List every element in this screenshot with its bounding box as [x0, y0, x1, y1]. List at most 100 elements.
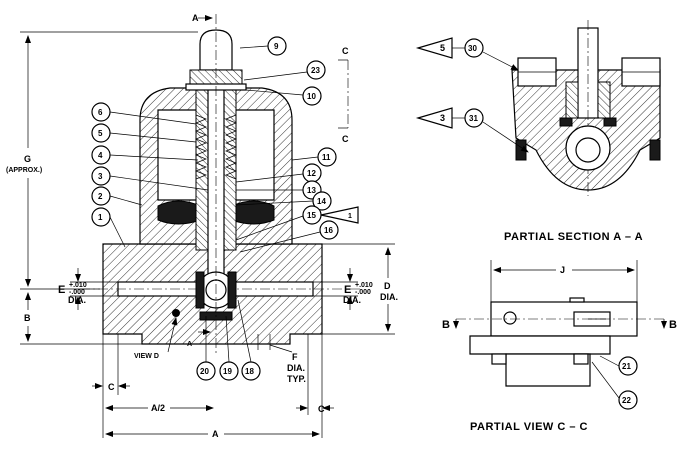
svg-text:20: 20: [200, 367, 209, 376]
balloon-3: [91, 166, 111, 186]
flag-5: [415, 37, 453, 59]
svg-text:DIA.: DIA.: [68, 295, 86, 305]
lower-cavity-left: [157, 200, 201, 225]
seat-right: [227, 271, 237, 309]
balloons-main: 9 23 10 11 12 13 14 15 1 16: [91, 36, 359, 381]
dim-e-right: E: [344, 284, 351, 296]
svg-text:-.000: -.000: [69, 289, 85, 296]
spring-cavity-right: [231, 109, 275, 201]
balloon-6: [91, 102, 111, 122]
dim-j: J: [560, 265, 565, 275]
dim-c-left: C: [108, 382, 115, 392]
balloon-18: [241, 361, 261, 381]
svg-text:30: 30: [468, 44, 477, 53]
svg-text:6: 6: [98, 108, 103, 117]
dim-d: D: [384, 281, 391, 291]
dim-b: B: [24, 313, 31, 323]
svg-text:18: 18: [245, 367, 254, 376]
section-c-markers: C C: [338, 46, 349, 144]
svg-text:15: 15: [307, 211, 316, 220]
svg-text:5: 5: [440, 43, 445, 53]
balloon-5: [91, 123, 111, 143]
balloon-11: [317, 147, 337, 167]
partial-view-c-c: J B B: [442, 260, 677, 387]
lower-cavity-right: [231, 200, 275, 225]
balloon-1: [91, 207, 111, 227]
balloon-22: [618, 356, 638, 376]
svg-text:1: 1: [348, 213, 352, 220]
balloon-20: [196, 361, 216, 381]
svg-text:11: 11: [322, 153, 331, 162]
dim-f: F: [292, 352, 298, 362]
svg-text:21: 21: [622, 362, 631, 371]
view-c-balloons: 21 22: [591, 355, 638, 410]
svg-text:2: 2: [98, 192, 103, 201]
dim-g-approx: (APPROX.): [6, 167, 42, 174]
balloon-23: [618, 390, 638, 410]
svg-text:DIA.: DIA.: [380, 292, 398, 302]
svg-text:+.010: +.010: [355, 282, 373, 289]
svg-text:16: 16: [324, 226, 333, 235]
dim-g: G: [24, 154, 31, 164]
balloon-16: [319, 220, 339, 240]
cc-nut-left: [491, 353, 507, 365]
label-c-top: C: [342, 46, 349, 56]
svg-text:12: 12: [307, 169, 316, 178]
balloon-30: [464, 38, 484, 58]
spring-right: [225, 114, 237, 180]
svg-text:14: 14: [317, 197, 326, 206]
svg-text:13: 13: [307, 186, 316, 195]
section-a-markers: A A: [187, 13, 213, 348]
svg-text:+.010: +.010: [69, 282, 87, 289]
svg-text:31: 31: [469, 114, 478, 123]
label-b-left: B: [442, 319, 450, 331]
balloon-4: [91, 145, 111, 165]
svg-text:10: 10: [307, 92, 316, 101]
dim-a-full: A: [212, 429, 219, 439]
label-c-bottom: C: [342, 134, 349, 144]
view-d-plug: [172, 309, 180, 317]
cc-flange: [469, 335, 611, 355]
dim-e-left: E: [58, 284, 65, 296]
view-d-label: VIEW D: [134, 353, 159, 360]
balloon-19: [219, 361, 239, 381]
svg-text:5: 5: [98, 129, 103, 138]
view-c-title: PARTIAL VIEW C – C: [470, 421, 588, 433]
svg-text:23: 23: [311, 66, 320, 75]
section-ball-bore: [575, 137, 601, 163]
cc-nut-right: [573, 353, 589, 365]
svg-text:TYP.: TYP.: [287, 374, 306, 384]
flag-1: [320, 206, 359, 224]
svg-text:22: 22: [622, 396, 631, 405]
label-a-bottom: A: [187, 341, 192, 348]
section-a-balloons: 5 30 3 31: [415, 37, 529, 153]
seat-left: [195, 271, 205, 309]
label-a-top: A: [192, 13, 199, 23]
balloon-9: [267, 36, 287, 56]
cc-bolt: [503, 311, 517, 325]
spring-left: [195, 114, 207, 180]
balloon-2: [91, 186, 111, 206]
partial-section-a-a: [511, 20, 661, 196]
svg-text:19: 19: [223, 367, 232, 376]
label-b-right: B: [669, 319, 677, 331]
svg-text:DIA.: DIA.: [343, 295, 361, 305]
dimensions-main: G (APPROX.) B E +.010 -.000 DIA. E +.010…: [6, 31, 398, 439]
svg-text:9: 9: [274, 42, 279, 51]
svg-text:4: 4: [98, 151, 103, 160]
dim-a-half: A/2: [151, 403, 165, 413]
svg-text:DIA.: DIA.: [287, 363, 305, 373]
svg-text:1: 1: [98, 213, 103, 222]
cc-body: [505, 353, 591, 387]
flag-3: [415, 107, 453, 129]
svg-text:3: 3: [440, 113, 445, 123]
balloon-14: [312, 191, 332, 211]
balloon-10: [302, 86, 322, 106]
balloon-21: [306, 60, 326, 80]
balloon-31: [464, 108, 484, 128]
dim-c-right: C: [318, 404, 325, 414]
main-valve-view: [80, 14, 360, 356]
section-a-title: PARTIAL SECTION A – A: [504, 231, 643, 243]
svg-text:3: 3: [98, 172, 103, 181]
